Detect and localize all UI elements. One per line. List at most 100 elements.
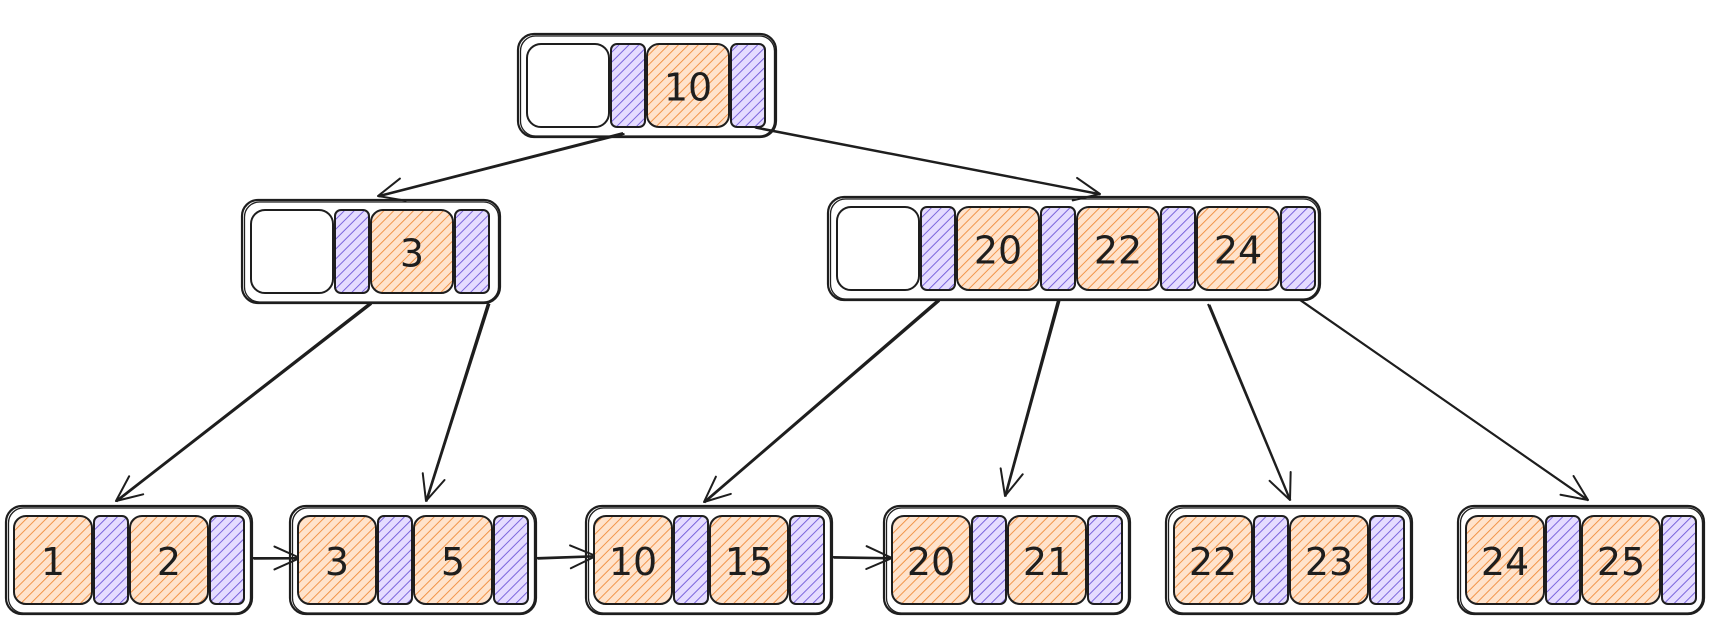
edge-left-leaf2: [421, 302, 491, 502]
edge-line-sketch: [1208, 304, 1292, 501]
key-slot: [709, 515, 789, 605]
key-label: 10: [609, 540, 657, 584]
arrowhead: [421, 472, 446, 502]
arrowhead: [1071, 176, 1101, 202]
node-frame-sketch: [885, 507, 1130, 614]
key-slot: [956, 206, 1040, 291]
pointer-slot: [920, 206, 956, 291]
key-slot: [1581, 515, 1661, 605]
node-frame-sketch: [1167, 507, 1412, 614]
pointer-slot: [93, 515, 129, 605]
key-label: 23: [1305, 540, 1353, 584]
node-frame-sketch: [1459, 507, 1704, 614]
node-frame: [826, 195, 1322, 302]
pointer-slot: [971, 515, 1007, 605]
node-frame: [584, 504, 834, 616]
arrowhead: [1268, 471, 1292, 501]
edge-root-right: [753, 126, 1101, 202]
edge-right-leaf5: [1207, 303, 1292, 501]
pointer-slot: [1545, 515, 1581, 605]
key-slot: [1196, 206, 1280, 291]
key-label: 1: [41, 540, 65, 584]
arrowhead: [115, 475, 145, 502]
pointer-slot: [1040, 206, 1076, 291]
key-slot: [413, 515, 493, 605]
key-label: 3: [400, 232, 424, 276]
leaf-node-5: 22 23: [1164, 504, 1414, 616]
key-slot: [1007, 515, 1087, 605]
edge-line-sketch: [425, 303, 491, 502]
edges: [115, 126, 1590, 571]
edge-line-sketch: [115, 303, 373, 503]
key-label: 25: [1597, 540, 1645, 584]
edge-line-sketch: [755, 126, 1101, 196]
node-frame: [288, 504, 538, 616]
edge-right-leaf3: [703, 299, 941, 504]
pointer-slot: [209, 515, 245, 605]
key-slot: [1076, 206, 1160, 291]
key-slot: [13, 515, 93, 605]
node-frame-sketch: [587, 507, 832, 614]
node-frame: [882, 504, 1132, 616]
edge-line-sketch: [1004, 300, 1061, 497]
key-label: 22: [1189, 540, 1237, 584]
key-slot: [370, 209, 454, 294]
key-slot: [891, 515, 971, 605]
leaf-link-1-2: [252, 545, 301, 571]
empty-slot: [836, 206, 920, 291]
key-label: 10: [664, 66, 712, 110]
pointer-slot: [454, 209, 490, 294]
leaf-link-2-3: [535, 544, 597, 570]
node-frame-sketch: [291, 507, 536, 614]
key-label: 24: [1481, 540, 1529, 584]
key-label: 22: [1094, 229, 1142, 273]
key-slot: [1289, 515, 1369, 605]
edge-line-sketch: [833, 556, 893, 560]
pointer-slot: [1160, 206, 1196, 291]
internal-node-left: 3: [240, 198, 502, 305]
arrowhead: [1559, 475, 1589, 501]
pointer-slot: [673, 515, 709, 605]
key-label: 15: [725, 540, 773, 584]
leaf-node-3: 10 15: [584, 504, 834, 616]
edge-right-leaf6: [1299, 299, 1590, 502]
key-slot: [297, 515, 377, 605]
internal-node-right: 20 22 24: [826, 195, 1322, 302]
key-slot: [646, 43, 730, 128]
pointer-slot: [1087, 515, 1123, 605]
key-label: 5: [441, 540, 465, 584]
node-frame: [4, 504, 254, 616]
pointer-slot: [789, 515, 825, 605]
key-slot: [1173, 515, 1253, 605]
node-frame-sketch: [7, 507, 252, 614]
arrowhead: [703, 475, 732, 503]
key-label: 24: [1214, 229, 1262, 273]
pointer-slot: [1253, 515, 1289, 605]
leaf-node-6: 24 25: [1456, 504, 1706, 616]
empty-slot: [250, 209, 334, 294]
edge-right-leaf4: [999, 299, 1061, 497]
pointer-slot: [1369, 515, 1405, 605]
edge-line-sketch: [703, 300, 941, 504]
node-frame: [1456, 504, 1706, 616]
pointer-slot: [730, 43, 766, 128]
node-frame: [516, 32, 778, 139]
empty-slot: [526, 43, 610, 128]
pointer-slot: [377, 515, 413, 605]
edge-line-sketch: [1300, 299, 1590, 502]
arrowhead: [999, 467, 1024, 497]
node-frame-sketch: [519, 35, 776, 137]
edge-left-leaf1: [115, 302, 373, 503]
node-frame-sketch: [243, 201, 500, 303]
pointer-slot: [1280, 206, 1316, 291]
key-label: 3: [325, 540, 349, 584]
pointer-slot: [334, 209, 370, 294]
root-node: 10: [516, 32, 778, 139]
key-label: 20: [974, 229, 1022, 273]
key-label: 20: [907, 540, 955, 584]
key-slot: [593, 515, 673, 605]
node-frame-sketch: [829, 198, 1320, 300]
